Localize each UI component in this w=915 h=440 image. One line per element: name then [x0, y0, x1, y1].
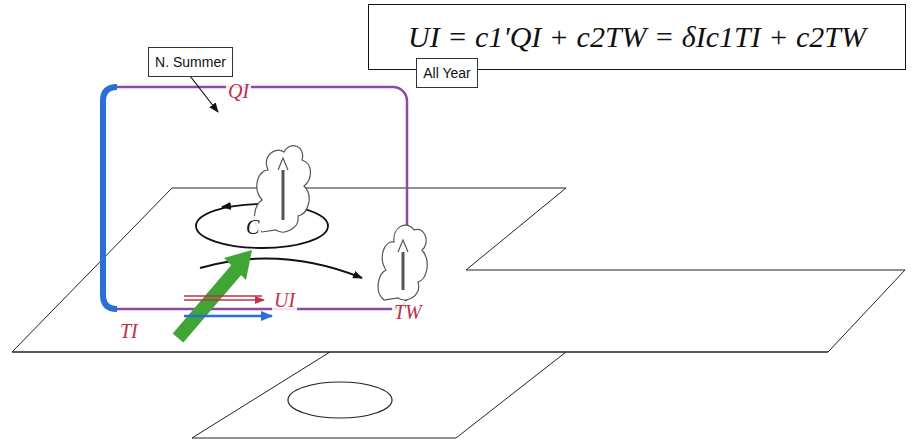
season-label-box: All Year: [416, 58, 478, 88]
temperature-label: TI: [118, 320, 140, 343]
trade-wind-arrow: [178, 268, 238, 338]
convection-cloud: [378, 225, 427, 300]
annual-loop: [103, 87, 407, 309]
lower-circulation: [288, 382, 392, 418]
loop-blue-side: [103, 87, 117, 309]
trade-wind-head: [224, 250, 252, 280]
season-label-box: N. Summer: [148, 47, 233, 77]
flux-label: QI: [226, 80, 251, 103]
circulation-label: C: [244, 216, 261, 239]
current-arrow: [184, 299, 264, 301]
node-text: UI = c1'QI + c2TW = δIc1TI + c2TW: [408, 20, 866, 54]
circulation-arrow: [222, 206, 230, 207]
current-arrow: [184, 295, 262, 297]
convection-cloud: [254, 146, 310, 232]
node-text: All Year: [423, 65, 470, 81]
current-arrow: [184, 315, 272, 318]
current-label: UI: [272, 289, 297, 312]
node-text: N. Summer: [155, 54, 226, 70]
ground-plane: [12, 188, 905, 438]
temperature-label: TW: [392, 301, 424, 324]
leader-line: [190, 76, 218, 112]
